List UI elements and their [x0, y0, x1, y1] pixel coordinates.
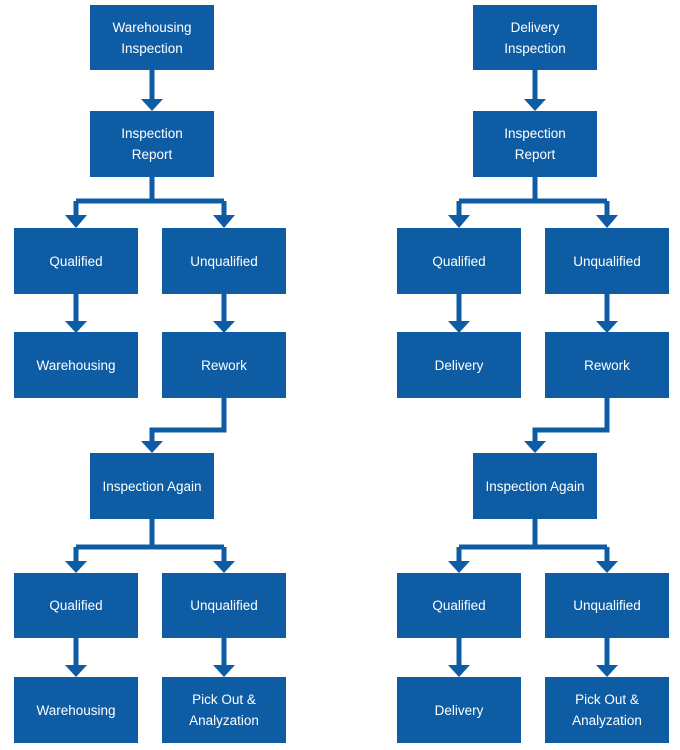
node-delivery-2: Delivery [397, 677, 521, 743]
connectors-warehousing [65, 70, 235, 677]
node-qualified-1-left: Qualified [14, 228, 138, 294]
arrowhead-branch2-unqualified [213, 561, 235, 573]
elbow-rework-to-again [532, 398, 610, 442]
node-delivery-inspection: Delivery Inspection [473, 5, 597, 70]
elbow-rework-to-again [149, 398, 227, 442]
arrowhead-unqualified1-to-rework [596, 321, 618, 333]
node-qualified-2-left: Qualified [14, 573, 138, 638]
arrowhead-unqualified1-to-rework [213, 321, 235, 333]
node-warehousing-2: Warehousing [14, 677, 138, 743]
node-inspection-report-right: Inspection Report [473, 111, 597, 177]
node-qualified-1-right: Qualified [397, 228, 521, 294]
arrowhead-unqualified2-to-pickout [596, 665, 618, 677]
node-unqualified-2-left: Unqualified [162, 573, 286, 638]
branch-report-to-results [73, 177, 227, 216]
arrowhead-branch2-unqualified [596, 561, 618, 573]
arrowhead-rework-to-again [524, 441, 546, 453]
arrowhead-branch2-qualified [65, 561, 87, 573]
arrowhead-branch1-qualified [448, 215, 470, 228]
arrowhead-qualified1-to-accept1 [448, 321, 470, 333]
branch-again-to-results [73, 519, 227, 562]
arrowhead-branch2-qualified [448, 561, 470, 573]
node-qualified-2-right: Qualified [397, 573, 521, 638]
branch-report-to-results [456, 177, 610, 216]
arrowhead-qualified2-to-accept2 [65, 665, 87, 677]
branch-again-to-results [456, 519, 610, 562]
arrowhead-branch1-qualified [65, 215, 87, 228]
flowchart-delivery: Delivery Inspection Inspection Report Qu… [397, 0, 669, 750]
node-unqualified-2-right: Unqualified [545, 573, 669, 638]
node-warehousing-inspection: Warehousing Inspection [90, 5, 214, 70]
node-pick-out-analyzation-right: Pick Out & Analyzation [545, 677, 669, 743]
node-inspection-report-left: Inspection Report [90, 111, 214, 177]
arrowhead-qualified2-to-accept2 [448, 665, 470, 677]
arrowhead-branch1-unqualified [213, 215, 235, 228]
node-warehousing-1: Warehousing [14, 332, 138, 398]
node-pick-out-analyzation-left: Pick Out & Analyzation [162, 677, 286, 743]
arrowhead-branch1-unqualified [596, 215, 618, 228]
arrowhead-start-to-report [141, 99, 163, 111]
node-rework-left: Rework [162, 332, 286, 398]
node-inspection-again-right: Inspection Again [473, 453, 597, 519]
arrowhead-unqualified2-to-pickout [213, 665, 235, 677]
node-delivery-1: Delivery [397, 332, 521, 398]
node-unqualified-1-left: Unqualified [162, 228, 286, 294]
node-rework-right: Rework [545, 332, 669, 398]
arrowhead-start-to-report [524, 99, 546, 111]
flowchart-warehousing: Warehousing Inspection Inspection Report… [14, 0, 286, 750]
node-unqualified-1-right: Unqualified [545, 228, 669, 294]
connectors-delivery [448, 70, 618, 677]
arrowhead-rework-to-again [141, 441, 163, 453]
node-inspection-again-left: Inspection Again [90, 453, 214, 519]
arrowhead-qualified1-to-accept1 [65, 321, 87, 333]
